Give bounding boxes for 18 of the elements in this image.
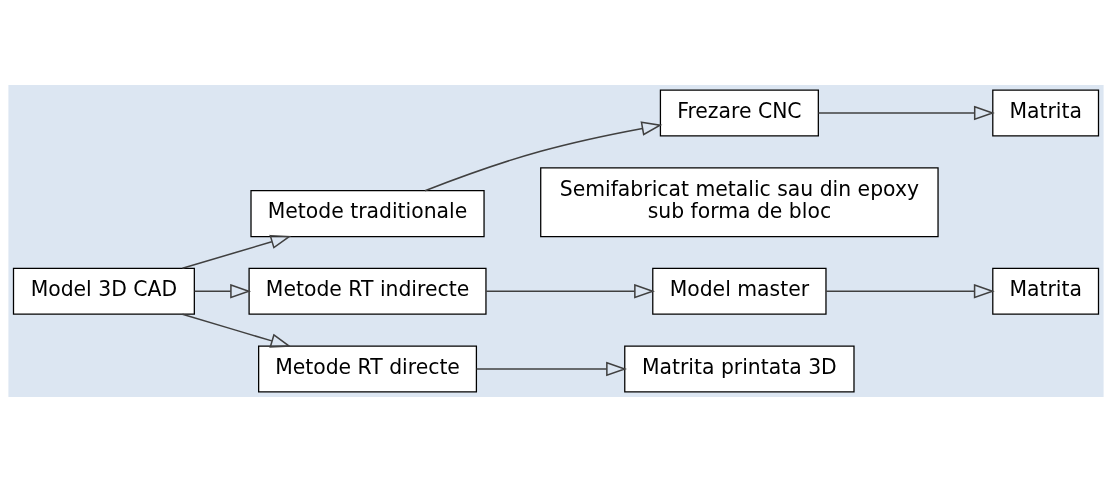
- node-box: Frezare CNC: [659, 89, 819, 137]
- node-box: Matrita: [992, 89, 1100, 137]
- arrow: [193, 284, 252, 299]
- node-box: Metode traditionale: [250, 190, 485, 238]
- node-box: Metode RT indirecte: [248, 267, 487, 315]
- node-box: Model master: [652, 267, 827, 315]
- arrow: [181, 313, 292, 348]
- node-box: Matrita printata 3D: [624, 345, 855, 393]
- node-box: Semifabricat metalic sau din epoxy sub forma de bloc: [540, 167, 939, 238]
- arrow: [475, 361, 627, 377]
- arrow: [825, 284, 995, 299]
- node-box: Metode RT directe: [258, 345, 478, 393]
- arrow: [424, 121, 663, 192]
- arrow: [817, 105, 995, 121]
- arrow: [485, 284, 655, 299]
- node-box: Matrita: [992, 267, 1100, 315]
- node-box: Model 3D CAD: [12, 267, 195, 315]
- arrow: [181, 234, 292, 270]
